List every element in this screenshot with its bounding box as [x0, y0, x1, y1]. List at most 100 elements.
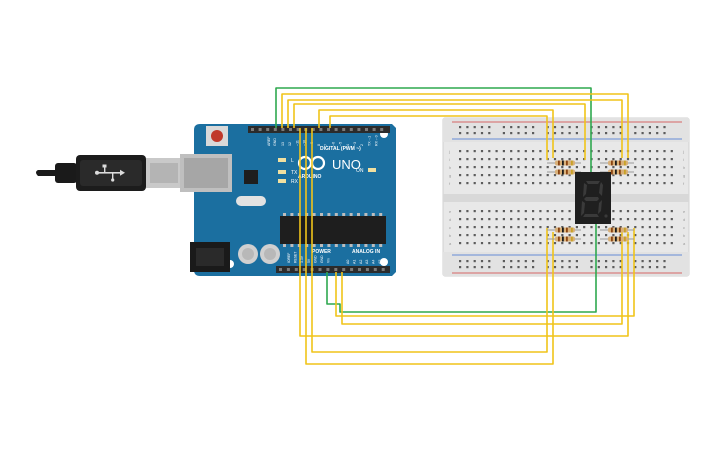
- bb-hole[interactable]: [510, 260, 513, 263]
- bb-hole[interactable]: [612, 174, 615, 177]
- bb-hole[interactable]: [561, 218, 564, 221]
- bb-hole[interactable]: [648, 226, 651, 229]
- bb-hole[interactable]: [670, 234, 673, 237]
- bb-hole[interactable]: [488, 260, 491, 263]
- bb-hole[interactable]: [626, 174, 630, 177]
- bb-hole[interactable]: [524, 234, 527, 237]
- wire-yellow-pin7[interactable]: [318, 109, 554, 158]
- bb-hole[interactable]: [466, 218, 469, 221]
- bb-hole[interactable]: [539, 182, 542, 185]
- bb-hole[interactable]: [568, 158, 571, 161]
- bb-hole[interactable]: [546, 166, 549, 169]
- bb-hole[interactable]: [575, 242, 578, 245]
- header-hole[interactable]: [365, 268, 369, 271]
- bb-hole[interactable]: [473, 150, 476, 153]
- bb-hole[interactable]: [626, 182, 630, 185]
- bb-hole[interactable]: [488, 132, 491, 135]
- bb-hole[interactable]: [648, 234, 651, 237]
- bb-hole[interactable]: [656, 260, 659, 263]
- bb-hole[interactable]: [517, 226, 520, 229]
- bb-hole[interactable]: [626, 166, 630, 169]
- bb-hole[interactable]: [466, 226, 469, 229]
- header-hole[interactable]: [319, 128, 323, 131]
- header-hole[interactable]: [350, 268, 354, 271]
- bb-hole[interactable]: [575, 150, 578, 153]
- bb-hole[interactable]: [641, 150, 644, 153]
- bb-hole[interactable]: [648, 218, 651, 221]
- bb-hole[interactable]: [656, 150, 659, 153]
- bb-hole[interactable]: [480, 126, 484, 129]
- bb-hole[interactable]: [597, 266, 600, 269]
- bb-hole[interactable]: [553, 158, 557, 161]
- bb-hole[interactable]: [510, 158, 513, 161]
- bb-hole[interactable]: [480, 182, 484, 185]
- bb-hole[interactable]: [524, 166, 527, 169]
- bb-hole[interactable]: [619, 126, 622, 129]
- bb-hole[interactable]: [663, 218, 666, 221]
- bb-hole[interactable]: [568, 182, 571, 185]
- bb-hole[interactable]: [473, 218, 476, 221]
- bb-hole[interactable]: [634, 132, 637, 135]
- bb-hole[interactable]: [634, 218, 637, 221]
- bb-hole[interactable]: [619, 182, 622, 185]
- bb-hole[interactable]: [648, 158, 651, 161]
- bb-hole[interactable]: [590, 242, 593, 245]
- bb-hole[interactable]: [575, 166, 578, 169]
- bb-hole[interactable]: [532, 266, 535, 269]
- bb-hole[interactable]: [495, 150, 498, 153]
- bb-hole[interactable]: [663, 260, 666, 263]
- bb-hole[interactable]: [553, 166, 557, 169]
- bb-hole[interactable]: [575, 266, 578, 269]
- bb-hole[interactable]: [663, 158, 666, 161]
- bb-hole[interactable]: [590, 266, 593, 269]
- bb-hole[interactable]: [656, 158, 659, 161]
- wire-yellow-pin12[interactable]: [287, 99, 623, 158]
- wire-yellow-pin4[interactable]: [341, 232, 623, 325]
- bb-hole[interactable]: [488, 150, 491, 153]
- bb-hole[interactable]: [473, 210, 476, 213]
- bb-hole[interactable]: [532, 234, 535, 237]
- bb-hole[interactable]: [480, 132, 484, 135]
- bb-hole[interactable]: [480, 218, 484, 221]
- bb-hole[interactable]: [480, 158, 484, 161]
- bb-hole[interactable]: [480, 242, 484, 245]
- header-hole[interactable]: [251, 128, 254, 131]
- bb-hole[interactable]: [510, 150, 513, 153]
- bb-hole[interactable]: [663, 182, 666, 185]
- bb-hole[interactable]: [605, 234, 608, 237]
- bb-hole[interactable]: [619, 150, 622, 153]
- header-hole[interactable]: [327, 128, 330, 131]
- bb-hole[interactable]: [568, 226, 571, 229]
- arduino-uno-board[interactable]: L TX RX ON UNO ARDUINO DIGITAL (PWM ~) A…: [180, 124, 396, 276]
- bb-hole[interactable]: [466, 234, 469, 237]
- bb-hole[interactable]: [524, 226, 527, 229]
- bb-hole[interactable]: [612, 226, 615, 229]
- bb-hole[interactable]: [502, 242, 505, 245]
- bb-hole[interactable]: [466, 182, 469, 185]
- bb-hole[interactable]: [648, 126, 651, 129]
- bb-hole[interactable]: [619, 218, 622, 221]
- bb-hole[interactable]: [612, 242, 615, 245]
- bb-hole[interactable]: [459, 166, 462, 169]
- bb-hole[interactable]: [466, 132, 469, 135]
- usb-cable[interactable]: [36, 155, 182, 191]
- bb-hole[interactable]: [517, 210, 520, 213]
- bb-hole[interactable]: [473, 182, 476, 185]
- bb-hole[interactable]: [634, 260, 637, 263]
- bb-hole[interactable]: [480, 166, 484, 169]
- bb-hole[interactable]: [612, 234, 615, 237]
- bb-hole[interactable]: [532, 210, 535, 213]
- bb-hole[interactable]: [597, 260, 600, 263]
- bb-hole[interactable]: [605, 150, 608, 153]
- header-hole[interactable]: [381, 268, 385, 271]
- bb-hole[interactable]: [670, 218, 673, 221]
- bb-hole[interactable]: [641, 260, 644, 263]
- bb-hole[interactable]: [488, 166, 491, 169]
- bb-hole[interactable]: [575, 132, 578, 135]
- bb-hole[interactable]: [634, 174, 637, 177]
- bb-hole[interactable]: [553, 266, 557, 269]
- bb-hole[interactable]: [473, 126, 476, 129]
- bb-hole[interactable]: [517, 150, 520, 153]
- bb-hole[interactable]: [539, 150, 542, 153]
- bb-hole[interactable]: [605, 266, 608, 269]
